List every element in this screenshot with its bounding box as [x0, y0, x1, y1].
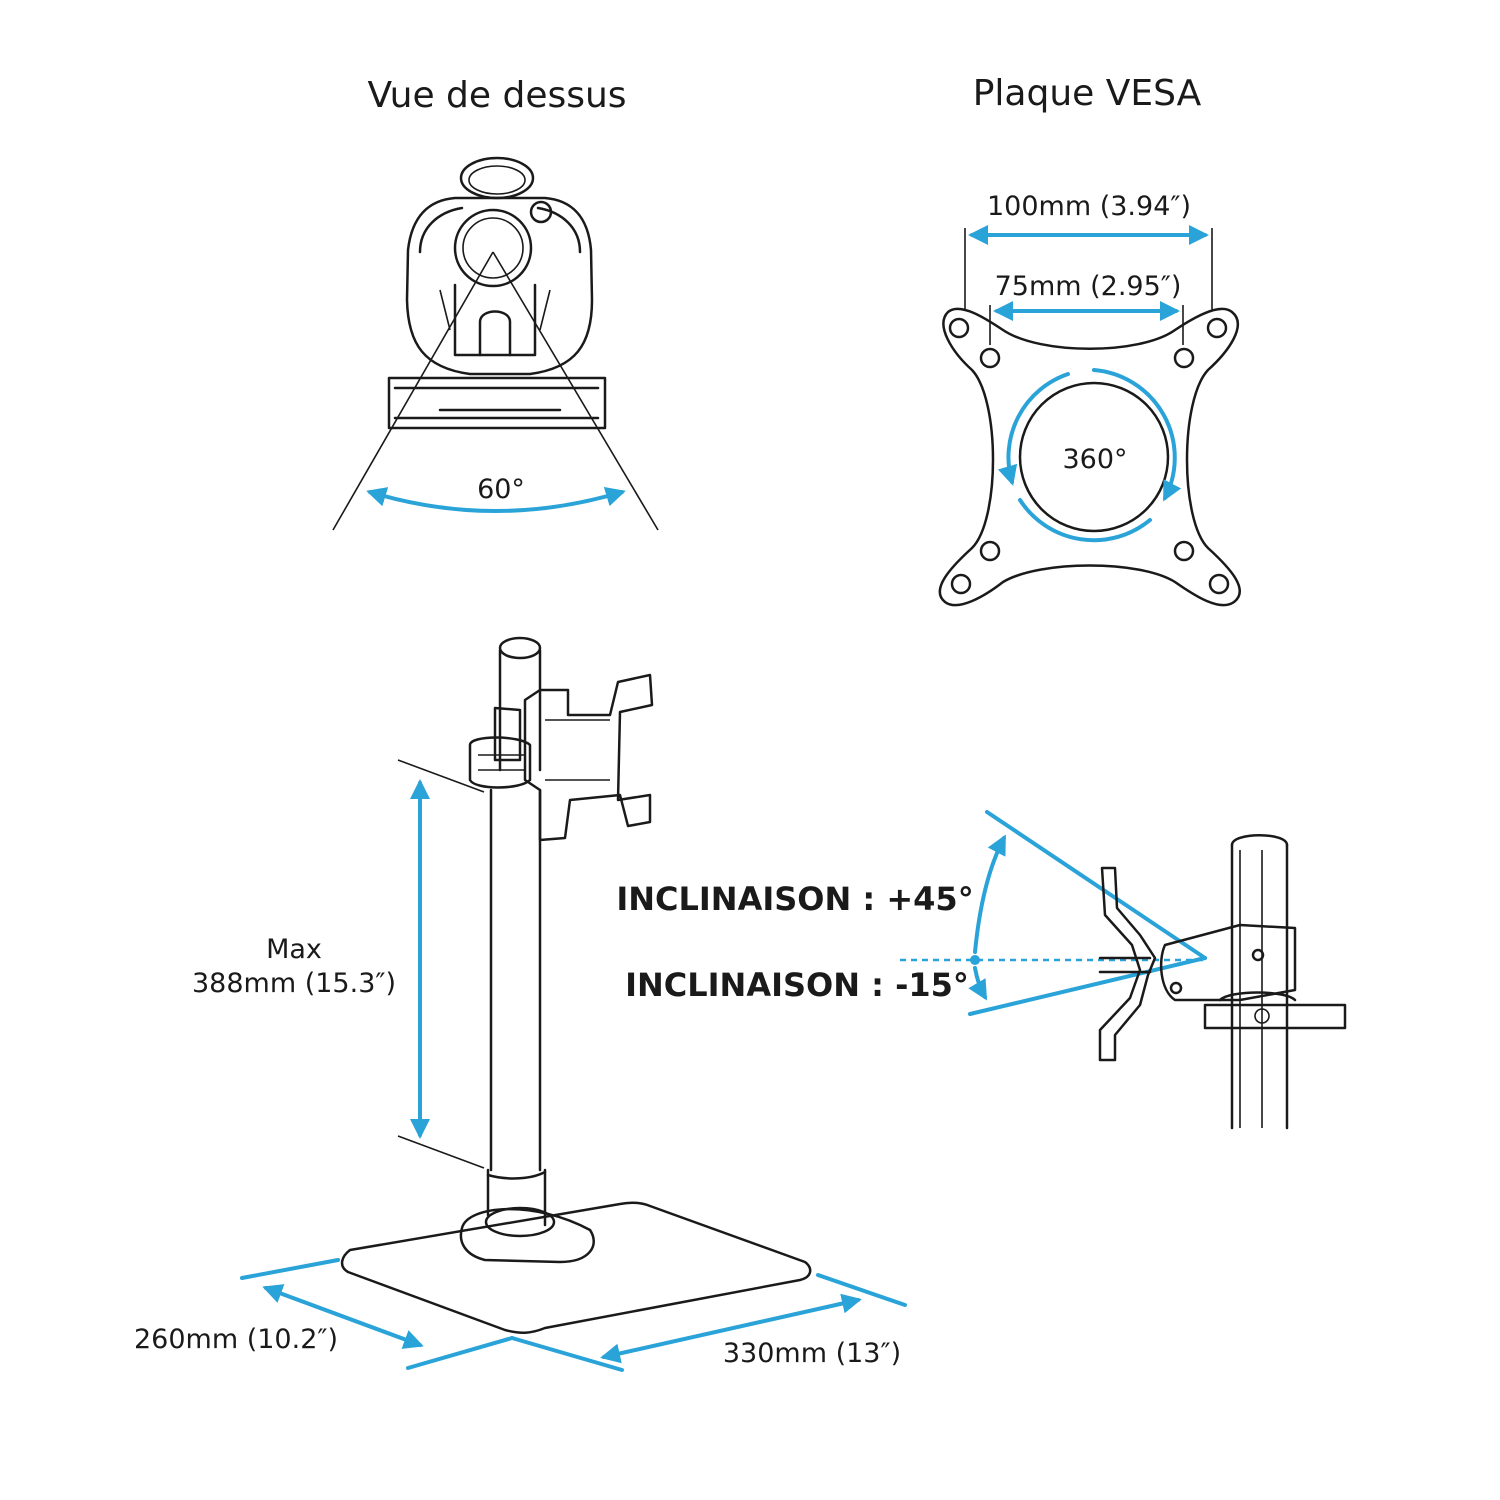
depth-extension-bottom — [406, 1336, 514, 1370]
vesa-75-label: 75mm (2.95″) — [995, 271, 1182, 302]
swivel-arc-arrow — [366, 487, 626, 513]
tilt-down-line — [968, 956, 1207, 1016]
height-bottom-extension — [397, 1135, 485, 1169]
tilt-up-line — [985, 810, 1207, 960]
height-label-line1: Max — [266, 934, 322, 965]
depth-extension-top — [240, 1258, 340, 1280]
tilt-down-label: INCLINAISON : -15° — [625, 966, 969, 1004]
stand-illustration — [340, 636, 812, 1334]
tilt-illustration — [1098, 834, 1347, 1130]
top-view-illustration — [387, 156, 607, 430]
depth-label: 260mm (10.2″) — [134, 1324, 338, 1355]
rotation-label: 360° — [1062, 444, 1127, 475]
tilt-up-label: INCLINAISON : +45° — [616, 880, 973, 918]
swivel-limit-right-line — [492, 251, 659, 531]
vesa-plate-section: Plaque VESA 100mm (3.94″) 75mm (2.95″) 3… — [938, 73, 1241, 607]
width-extension-left — [510, 1336, 624, 1372]
swivel-angle-label: 60° — [477, 474, 525, 505]
width-extension-right — [816, 1273, 907, 1307]
vesa-plate-title: Plaque VESA — [973, 73, 1202, 114]
rotation-arrow-right — [1092, 368, 1182, 502]
tilt-down-arrow — [968, 966, 988, 1001]
vesa-plate-outline — [938, 307, 1241, 607]
top-view-title: Vue de dessus — [367, 75, 626, 116]
vesa-mounting-holes — [948, 317, 1230, 595]
height-top-extension — [397, 759, 485, 793]
stand-section: Max 388mm (15.3″) 260mm (10.2″) 330mm (1… — [134, 636, 907, 1372]
tilt-pivot-dot — [970, 955, 980, 965]
width-label: 330mm (13″) — [723, 1338, 901, 1369]
tilt-up-arrow — [973, 834, 1006, 954]
width-arrow — [600, 1293, 862, 1364]
top-view-section: Vue de dessus 60° — [332, 75, 659, 531]
height-label-line2: 388mm (15.3″) — [192, 968, 396, 999]
rotation-arc-bottom — [1018, 498, 1152, 543]
tilt-section: INCLINAISON : +45° INCLINAISON : -15° — [616, 810, 1347, 1130]
vesa-100-label: 100mm (3.94″) — [987, 191, 1191, 222]
depth-arrow — [262, 1284, 424, 1349]
rotation-arrow-left — [997, 372, 1070, 486]
swivel-limit-left-line — [332, 251, 494, 531]
